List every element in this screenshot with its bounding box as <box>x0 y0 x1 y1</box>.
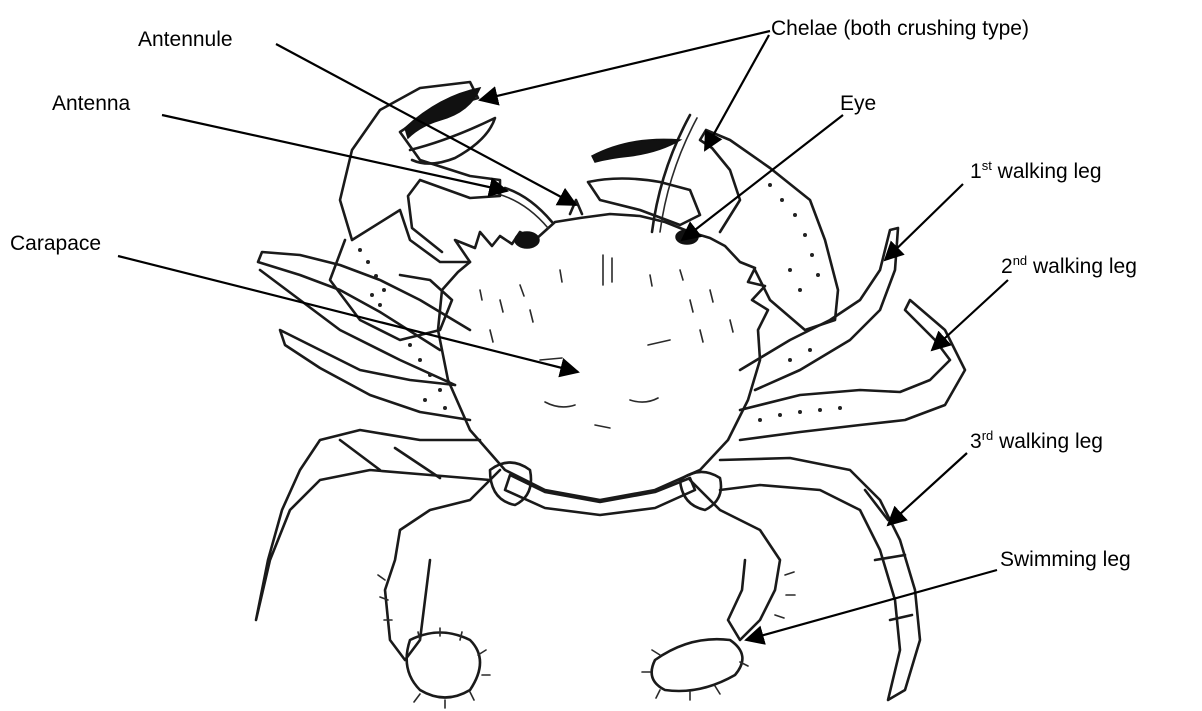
arrow-chelae-left <box>480 31 770 100</box>
arrow-antenna <box>162 115 507 191</box>
label-walking-leg-2: 2nd walking leg <box>1001 255 1137 279</box>
label-walking-leg-1: 1st walking leg <box>970 160 1102 184</box>
right-swimming-paddle <box>652 639 743 691</box>
coxa-left <box>490 463 531 506</box>
arrow-walking-leg-3 <box>888 453 967 525</box>
right-swim-paddle-hair <box>642 572 795 700</box>
label-swimming-leg: Swimming leg <box>1000 548 1131 572</box>
arrow-chelae-right <box>705 35 769 150</box>
label-walking-leg-1-text: walking leg <box>992 160 1102 183</box>
label-eye: Eye <box>840 92 876 116</box>
arrow-swimming-leg <box>746 570 997 640</box>
right-walking-leg-2 <box>740 300 965 440</box>
label-walking-leg-3: 3rd walking leg <box>970 430 1103 454</box>
right-walking-leg-3 <box>720 458 920 700</box>
left-walking-leg-3 <box>256 430 490 620</box>
crab-drawing <box>256 82 965 708</box>
right-claw-dark <box>592 139 680 162</box>
eye-left <box>515 232 539 248</box>
label-walking-leg-3-text: walking leg <box>993 430 1103 453</box>
carapace-texture <box>480 255 733 428</box>
antenna-left <box>505 188 552 222</box>
label-walking-leg-1-num: 1 <box>970 160 982 183</box>
label-walking-leg-2-text: walking leg <box>1027 255 1137 278</box>
arrow-carapace <box>118 256 578 372</box>
right-walking-leg-1 <box>740 228 898 390</box>
label-walking-leg-3-num: 3 <box>970 430 982 453</box>
label-walking-leg-3-sup: rd <box>982 428 994 443</box>
label-walking-leg-2-num: 2 <box>1001 255 1013 278</box>
right-cheliped-dots <box>768 183 820 292</box>
label-carapace: Carapace <box>10 232 101 256</box>
leader-lines <box>118 31 1008 640</box>
label-antennule: Antennule <box>138 28 233 52</box>
right-cheliped <box>700 130 838 330</box>
arrow-walking-leg-2 <box>932 280 1008 350</box>
left-swim-paddle-hair <box>378 575 490 708</box>
abdomen-band <box>505 475 695 515</box>
right-leg-dots <box>758 348 842 422</box>
antenna-right <box>652 115 690 232</box>
label-antenna: Antenna <box>52 92 130 116</box>
arrow-walking-leg-1 <box>885 184 963 260</box>
label-walking-leg-2-sup: nd <box>1013 253 1027 268</box>
right-swimming-leg <box>690 480 780 640</box>
label-chelae: Chelae (both crushing type) <box>771 17 1029 41</box>
label-walking-leg-1-sup: st <box>982 158 992 173</box>
left-leg-dots <box>408 343 447 410</box>
